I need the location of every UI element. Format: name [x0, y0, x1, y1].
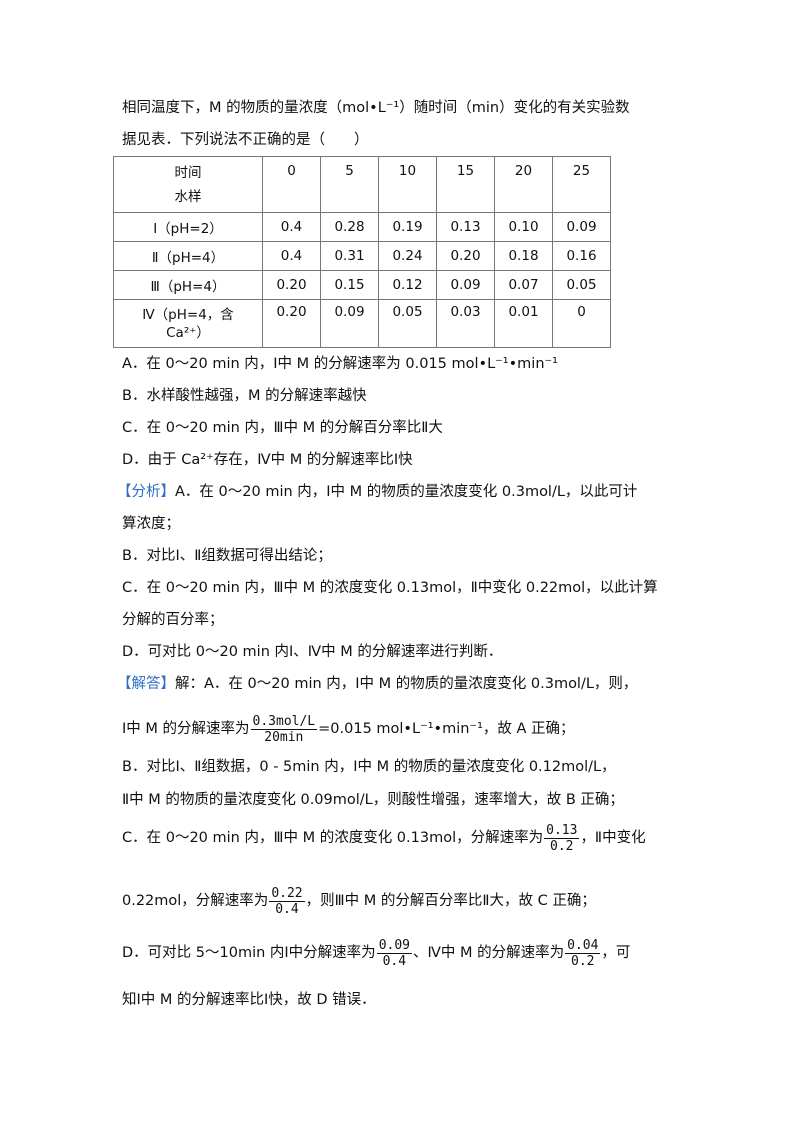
table-cell: 0.15 [320, 270, 379, 300]
solution-c2-post: ，则Ⅲ中 M 的分解百分率比Ⅱ大，故 C 正确； [305, 893, 596, 909]
table-cell: 0.20 [262, 270, 321, 300]
table-cell: 0.20 [436, 241, 495, 271]
fraction-denominator: 0.2 [550, 838, 574, 854]
option-c: C．在 0～20 min 内，Ⅲ中 M 的分解百分率比Ⅱ大 [122, 420, 443, 436]
table-cell: 0.12 [378, 270, 437, 300]
table-cell: 0.07 [494, 270, 553, 300]
header-time-cell: 15 [436, 156, 495, 213]
data-table: 时间 水样 0 5 10 15 20 25 Ⅰ（pH=2） 0.4 0.28 0… [113, 156, 611, 348]
option-d: D．由于 Ca²⁺存在，Ⅳ中 M 的分解速率比Ⅰ快 [122, 452, 413, 468]
row-label: Ⅰ（pH=2） [113, 212, 263, 242]
fraction-denominator: 0.2 [571, 953, 595, 969]
table-cell: 0.03 [436, 299, 495, 348]
table-row: Ⅱ（pH=4） 0.4 0.31 0.24 0.20 0.18 0.16 [113, 241, 611, 271]
header-time-cell: 10 [378, 156, 437, 213]
header-time-label: 时间 [174, 164, 202, 181]
table-cell: 0.05 [552, 270, 611, 300]
question-line-1: 相同温度下，M 的物质的量浓度（mol•L⁻¹）随时间（min）变化的有关实验数 [122, 100, 630, 116]
table-cell: 0.19 [378, 212, 437, 242]
fraction-denominator: 0.4 [382, 953, 407, 969]
table-cell: 0.4 [262, 241, 321, 271]
table-row: Ⅲ（pH=4） 0.20 0.15 0.12 0.09 0.07 0.05 [113, 270, 611, 300]
header-time-cell: 5 [320, 156, 379, 213]
solution-c2-pre: 0.22mol，分解速率为 [122, 893, 269, 909]
fraction-numerator: 0.09 [376, 937, 412, 954]
analysis-tag: 【分析】 [117, 484, 175, 500]
solution-a-post: =0.015 mol•L⁻¹•min⁻¹，故 A 正确； [318, 721, 575, 737]
fraction-numerator: 0.3mol/L [250, 713, 318, 730]
solution-d-pre: D．可对比 5～10min 内Ⅰ中分解速率为 [122, 945, 376, 961]
header-sample-label: 水样 [174, 188, 202, 205]
row-label: Ⅱ（pH=4） [113, 241, 263, 271]
table-cell: 0.09 [552, 212, 611, 242]
question-line-2: 据见表．下列说法不正确的是（ ） [122, 132, 369, 148]
solution-c-post: ，Ⅱ中变化 [580, 830, 646, 846]
solution-c-pre: C．在 0～20 min 内，Ⅲ中 M 的浓度变化 0.13mol，分解速率为 [122, 830, 544, 846]
table-cell: 0.4 [262, 212, 321, 242]
fraction-numerator: 0.04 [565, 937, 601, 954]
table-cell: 0.09 [436, 270, 495, 300]
analysis-d: D．可对比 0～20 min 内Ⅰ、Ⅳ中 M 的分解速率进行判断． [122, 644, 503, 660]
row-label: Ⅲ（pH=4） [113, 270, 263, 300]
solution-a-text: 解：A．在 0～20 min 内，Ⅰ中 M 的物质的量浓度变化 0.3mol/L… [175, 676, 638, 692]
table-cell: 0.13 [436, 212, 495, 242]
solution-a-line-1: 【解答】解：A．在 0～20 min 内，Ⅰ中 M 的物质的量浓度变化 0.3m… [117, 674, 637, 694]
header-time-cell: 25 [552, 156, 611, 213]
fraction-denominator: 20min [264, 729, 304, 745]
table-cell: 0.05 [378, 299, 437, 348]
solution-b-line-1: B．对比Ⅰ、Ⅱ组数据，0 - 5min 内，Ⅰ中 M 的物质的量浓度变化 0.1… [122, 759, 616, 775]
table-cell: 0.10 [494, 212, 553, 242]
analysis-a-line-1: 【分析】A．在 0～20 min 内，Ⅰ中 M 的物质的量浓度变化 0.3mol… [117, 482, 637, 502]
analysis-c-line-2: 分解的百分率； [122, 612, 224, 628]
fraction-numerator: 0.22 [269, 885, 305, 902]
table-header-row: 时间 水样 0 5 10 15 20 25 [113, 156, 611, 213]
option-b: B．水样酸性越强，M 的分解速率越快 [122, 388, 367, 404]
row-label-line-1: Ⅳ（pH=4，含 [142, 306, 234, 323]
analysis-a-line-2: 算浓度； [122, 516, 180, 532]
header-time-cell: 20 [494, 156, 553, 213]
solution-d-post: ，可 [601, 945, 631, 961]
table-cell: 0.28 [320, 212, 379, 242]
analysis-c-line-1: C．在 0～20 min 内，Ⅲ中 M 的浓度变化 0.13mol，Ⅱ中变化 0… [122, 580, 658, 596]
analysis-a-text: A．在 0～20 min 内，Ⅰ中 M 的物质的量浓度变化 0.3mol/L，以… [175, 484, 638, 500]
row-label: Ⅳ（pH=4，含 Ca²⁺） [113, 299, 263, 348]
table-cell: 0.16 [552, 241, 611, 271]
row-label-line-2: Ca²⁺） [166, 324, 210, 341]
table-cell: 0 [552, 299, 611, 348]
fraction-numerator: 0.13 [544, 822, 580, 839]
table-cell: 0.31 [320, 241, 379, 271]
table-cell: 0.18 [494, 241, 553, 271]
solution-d-line-2: 知Ⅰ中 M 的分解速率比Ⅰ快，故 D 错误． [122, 992, 376, 1008]
table-cell: 0.24 [378, 241, 437, 271]
option-a: A．在 0～20 min 内，Ⅰ中 M 的分解速率为 0.015 mol•L⁻¹… [122, 356, 558, 372]
header-time-cell: 0 [262, 156, 321, 213]
table-row: Ⅰ（pH=2） 0.4 0.28 0.19 0.13 0.10 0.09 [113, 212, 611, 242]
table-row: Ⅳ（pH=4，含 Ca²⁺） 0.20 0.09 0.05 0.03 0.01 … [113, 299, 611, 348]
table-cell: 0.09 [320, 299, 379, 348]
solution-tag: 【解答】 [117, 676, 175, 692]
solution-d-mid: 、Ⅳ中 M 的分解速率为 [413, 945, 565, 961]
table-cell: 0.01 [494, 299, 553, 348]
table-cell: 0.20 [262, 299, 321, 348]
fraction-denominator: 0.4 [275, 901, 299, 917]
analysis-b: B．对比Ⅰ、Ⅱ组数据可得出结论； [122, 548, 332, 564]
solution-b-line-2: Ⅱ中 M 的物质的量浓度变化 0.09mol/L，则酸性增强，速率增大，故 B … [122, 792, 624, 808]
header-corner-cell: 时间 水样 [113, 156, 263, 213]
solution-a-pre: Ⅰ中 M 的分解速率为 [122, 721, 250, 737]
